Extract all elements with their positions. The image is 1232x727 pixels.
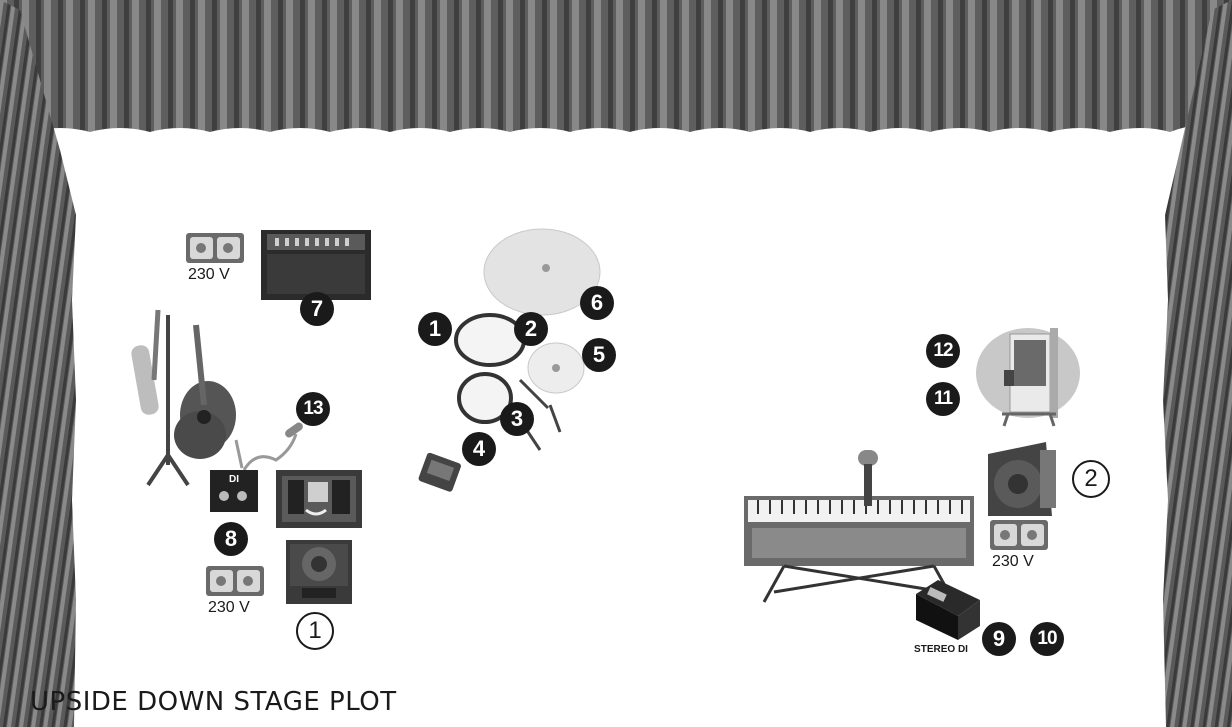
- power-label: 230 V: [992, 553, 1034, 570]
- keyboard-icon: [744, 496, 974, 603]
- badge-4: 4: [462, 432, 496, 466]
- monitor-wedge-icon: [988, 442, 1056, 516]
- power-label: 230 V: [208, 599, 250, 616]
- badge-7: 7: [300, 292, 334, 326]
- di-box-icon: [210, 470, 258, 512]
- microphone-icon: [858, 450, 878, 506]
- power-outlet-icon: [186, 233, 244, 263]
- stereo-di-label: STEREO DI: [914, 644, 968, 655]
- stereo-di-icon: [916, 580, 980, 640]
- badge-8: 8: [214, 522, 248, 556]
- drum-kit-icon: [454, 228, 601, 451]
- power-outlet-icon: [990, 520, 1048, 550]
- pedalboard-icon: [276, 470, 362, 528]
- page-title: UPSIDE DOWN STAGE PLOT: [30, 687, 397, 717]
- badge-2: 2: [514, 312, 548, 346]
- kick-pedal-icon: [418, 452, 461, 492]
- guitar-amp-icon: [261, 230, 371, 300]
- badge-12: 12: [926, 334, 960, 368]
- badge-13: 13: [296, 392, 330, 426]
- guitar-stand-icon: [131, 309, 236, 487]
- laptop-icon: [976, 328, 1080, 427]
- badge-6: 6: [580, 286, 614, 320]
- badge-3: 3: [500, 402, 534, 436]
- right-curtain-icon: [1163, 0, 1232, 727]
- badge-outline-2: 2: [1072, 460, 1110, 498]
- microphone-icon: [234, 422, 303, 471]
- di-label: DI: [229, 474, 239, 485]
- power-label: 230 V: [188, 266, 230, 283]
- power-outlet-icon: [206, 566, 264, 596]
- monitor-wedge-icon: [286, 540, 352, 604]
- badge-9: 9: [982, 622, 1016, 656]
- badge-5: 5: [582, 338, 616, 372]
- left-curtain-icon: [0, 0, 76, 727]
- badge-outline-1: 1: [296, 612, 334, 650]
- badge-1: 1: [418, 312, 452, 346]
- top-curtain-icon: [0, 0, 1232, 132]
- badge-10: 10: [1030, 622, 1064, 656]
- badge-11: 11: [926, 382, 960, 416]
